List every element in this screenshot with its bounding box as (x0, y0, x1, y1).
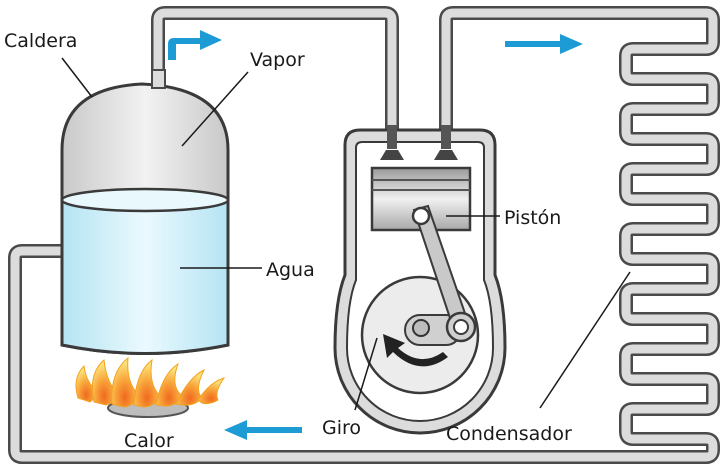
label-calor: Calor (124, 430, 174, 452)
curved-arrow-icon (383, 334, 448, 367)
water-surface (60, 187, 230, 213)
right-arrow-icon (168, 30, 222, 60)
label-condensador: Condensador (446, 423, 572, 445)
outlet-valve (434, 125, 458, 160)
burner (75, 356, 226, 418)
label-piston: Pistón (504, 207, 561, 229)
flame-icon (75, 356, 226, 408)
engine (333, 125, 507, 435)
label-vapor: Vapor (250, 49, 305, 71)
inlet-valve (380, 125, 404, 160)
boiler (60, 69, 230, 355)
label-agua: Agua (266, 259, 315, 281)
label-giro: Giro (322, 417, 361, 439)
left-arrow-icon (224, 420, 302, 440)
pipe-circuit (8, 6, 720, 464)
leader-lines (61, 57, 631, 411)
label-caldera: Caldera (4, 30, 77, 52)
boiler-water (60, 198, 230, 355)
right-arrow-icon (505, 34, 583, 54)
connecting-rod (411, 204, 477, 343)
